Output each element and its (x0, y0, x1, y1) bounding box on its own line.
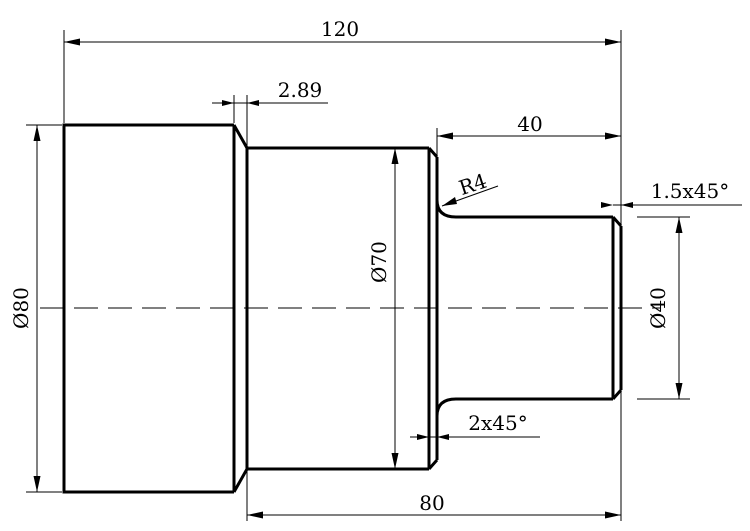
dim-middle-diameter-text: Ø70 (367, 241, 391, 283)
dim-right-length: 80 (246, 392, 622, 521)
dim-overall-length: 120 (63, 17, 622, 224)
dim-fillet-radius-text: R4 (456, 169, 490, 200)
chamfer-bottom (232, 468, 249, 493)
dim-small-end-chamfer: 1.5x45° (601, 179, 742, 208)
dim-middle-chamfer-text: 2x45° (468, 411, 527, 435)
dim-fillet-radius: R4 (441, 169, 499, 207)
dim-small-diameter: Ø40 (637, 216, 690, 400)
dim-large-diameter-text: Ø80 (9, 287, 33, 329)
dim-small-end-chamfer-text: 1.5x45° (651, 179, 730, 203)
small-chamfer-top (611, 216, 623, 227)
fillet-top (435, 199, 457, 219)
part-outline (62, 123, 623, 494)
dim-chamfer-width: 2.89 (212, 78, 328, 146)
dim-overall-length-text: 120 (321, 17, 359, 41)
dim-large-diameter: Ø80 (9, 124, 62, 493)
dim-middle-chamfer: 2x45° (410, 411, 540, 440)
dim-right-length-text: 80 (419, 491, 444, 515)
chamfer-top (232, 124, 249, 149)
fillet-bottom (435, 397, 457, 417)
dim-small-step-length-text: 40 (517, 112, 542, 136)
small-chamfer-bottom (611, 389, 623, 400)
large-cylinder-outline (62, 123, 234, 494)
dim-chamfer-width-text: 2.89 (278, 78, 323, 102)
dim-middle-diameter: Ø70 (367, 148, 399, 469)
dim-small-step-length: 40 (436, 112, 621, 155)
dim-small-diameter-text: Ø40 (646, 287, 670, 329)
